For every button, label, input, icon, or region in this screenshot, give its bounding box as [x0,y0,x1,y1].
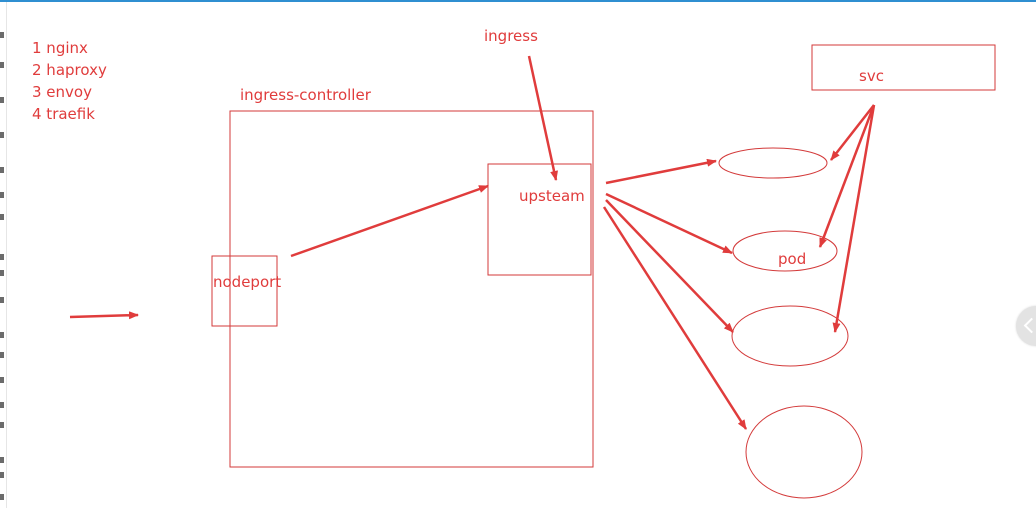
gutter-mark [0,332,4,338]
upstream-to-pod-2-arrow [605,192,733,255]
nodeport-to-upstream-arrow [290,184,489,258]
proxy-list-item: 2 haproxy [32,61,107,79]
connection-arrows [69,55,876,430]
ingress-controller-label: ingress-controller [240,86,372,104]
svc-to-pod-1-arrow [830,104,875,161]
chevron-left-icon [1023,317,1036,334]
gutter-mark [0,254,4,260]
proxy-list-item: 3 envoy [32,83,92,101]
ingress-to-upstream-arrow [527,55,558,181]
gutter-mark [0,422,4,428]
pod-ellipse-4 [745,405,863,499]
gutter-mark [0,352,4,358]
proxy-list: 1 nginx 2 haproxy 3 envoy 4 traefik [32,39,107,123]
upstream-to-pod-1-arrow [605,158,717,185]
gutter-mark [0,457,4,463]
nodeport-label: nodeport [213,273,281,291]
gutter-mark [0,97,4,103]
svc-to-pod-2-arrow [818,104,876,248]
gutter-mark [0,472,4,478]
pod-ellipse-1 [718,147,828,179]
gutter-mark [0,132,4,138]
gutter-mark [0,297,4,303]
upstream-box [487,163,592,276]
proxy-list-item: 1 nginx [32,39,88,57]
svc-label: svc [859,67,884,85]
ingress-controller-box [229,110,594,468]
nodeport-box [211,255,278,327]
gutter-mark [0,270,4,276]
gutter-mark [0,167,4,173]
window-top-border [0,0,1036,2]
incoming-arrow [69,311,139,320]
scroll-left-button[interactable] [1016,306,1036,346]
gutter-mark [0,32,4,38]
pod-label: pod [778,250,806,268]
left-gutter [0,2,7,508]
gutter-mark [0,494,4,500]
gutter-mark [0,402,4,408]
ingress-label: ingress [484,27,538,45]
svc-box [811,44,996,91]
upstream-to-pod-3-arrow [605,199,734,333]
gutter-mark [0,377,4,383]
gutter-mark [0,192,4,198]
svc-to-pod-3-arrow [832,104,876,333]
upstream-label: upsteam [519,187,585,205]
gutter-mark [0,62,4,68]
pod-ellipse-3 [731,305,849,367]
proxy-list-item: 4 traefik [32,105,95,123]
pod-ellipse-2 [732,230,838,272]
upstream-to-pod-4-arrow [602,206,748,430]
gutter-mark [0,214,4,220]
